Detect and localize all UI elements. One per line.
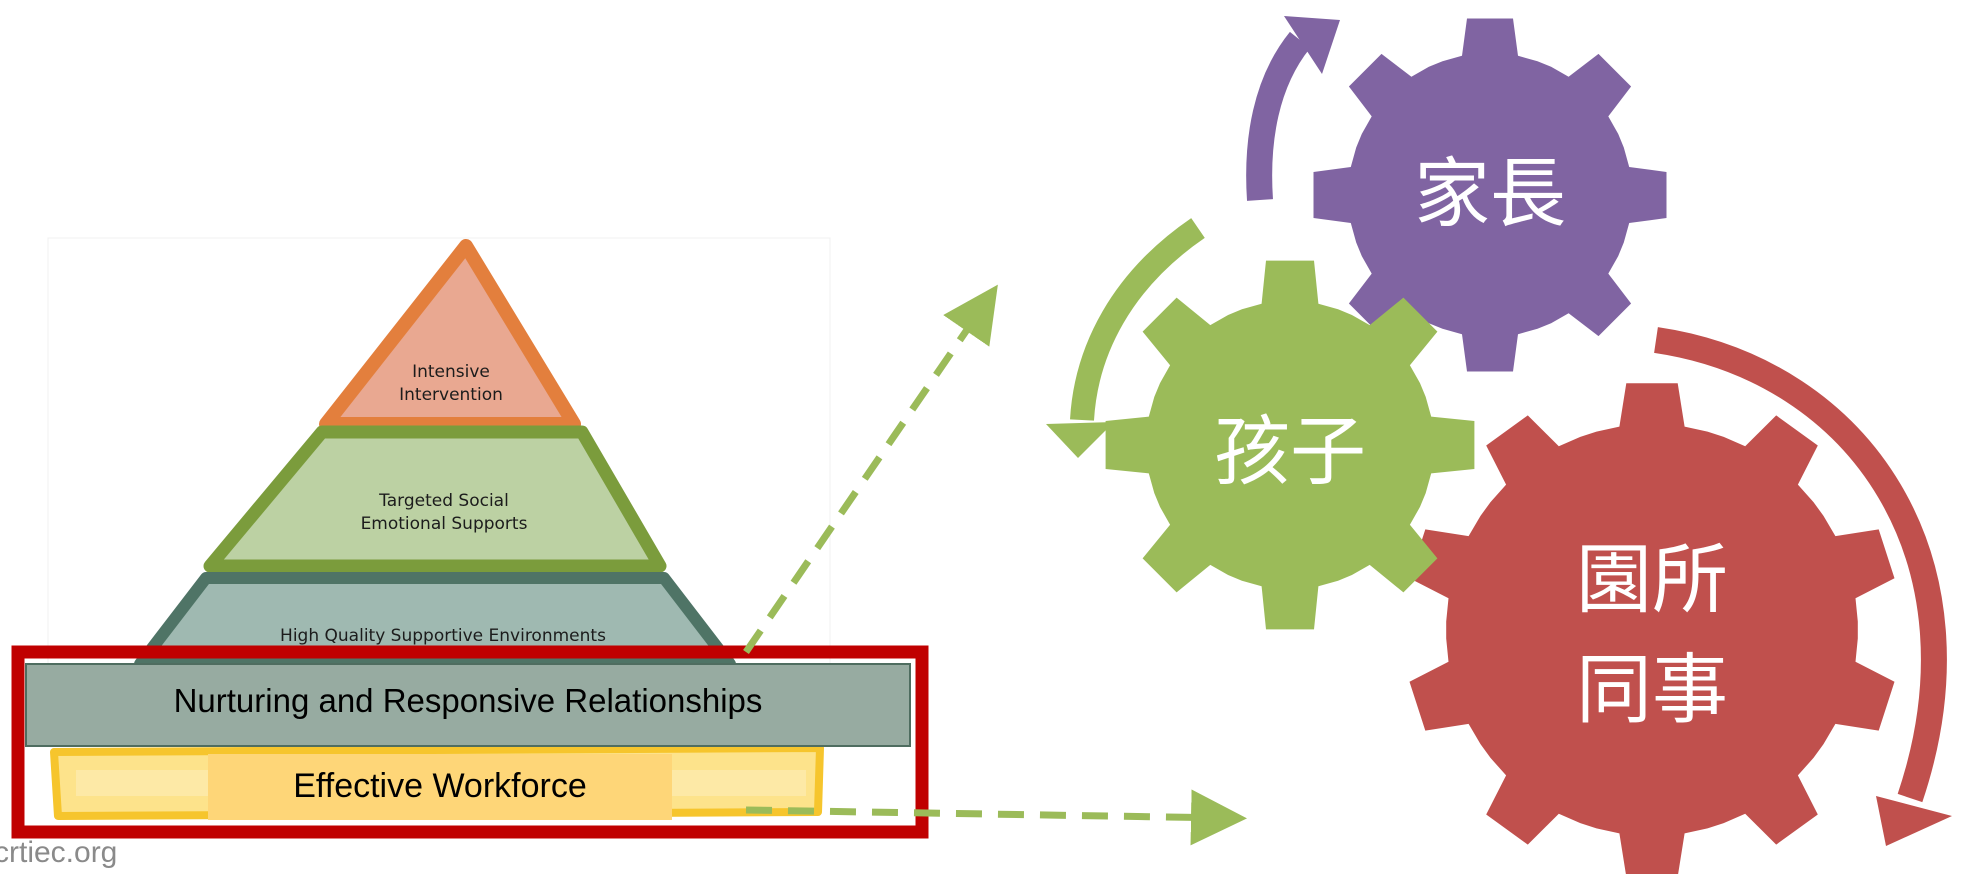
pyramid-tier-intensive (319, 239, 581, 431)
dashed-arrow-right (745, 789, 1247, 846)
tier-targeted-line2: Emotional Supports (361, 514, 528, 534)
dashed-arrow-to-gears (743, 284, 998, 654)
footer-source: crtiec.org (0, 836, 118, 869)
purple-arrowhead-icon (1284, 16, 1340, 74)
relationships-band (25, 663, 911, 747)
gear-parents-shape (1313, 18, 1667, 372)
child-gear-label: 孩子 (1214, 407, 1366, 496)
gear-child-shape (1105, 260, 1475, 630)
pyramid-tier-targeted (203, 425, 667, 573)
pyramid-figure: Intensive Intervention Targeted Social E… (11, 237, 929, 839)
tier-environments-label: High Quality Supportive Environments (280, 626, 606, 646)
tier-intensive-line2: Intervention (399, 385, 503, 405)
workforce-label: Effective Workforce (293, 767, 587, 805)
green-curved-arrow (1070, 218, 1205, 421)
relationships-label: Nurturing and Responsive Relationships (174, 682, 763, 719)
red-curved-arrow (1654, 327, 1947, 803)
child-gear (1105, 260, 1475, 630)
school-gear-label-line2: 同事 (1576, 645, 1728, 734)
school-gear-label-line1: 園所 (1576, 535, 1728, 624)
parents-gear (1313, 18, 1667, 372)
parents-gear-label: 家長 (1414, 149, 1566, 238)
school-gear (1409, 383, 1895, 874)
tier-targeted-line1: Targeted Social (378, 491, 509, 511)
green-arrowhead-icon (1046, 422, 1114, 458)
highlight-box (11, 645, 929, 839)
tier-intensive-line1: Intensive (412, 362, 490, 382)
purple-curved-arrow (1246, 31, 1311, 201)
workforce-label-box (208, 754, 672, 820)
gear-school-shape (1409, 383, 1895, 874)
red-arrowhead-icon (1876, 796, 1952, 846)
